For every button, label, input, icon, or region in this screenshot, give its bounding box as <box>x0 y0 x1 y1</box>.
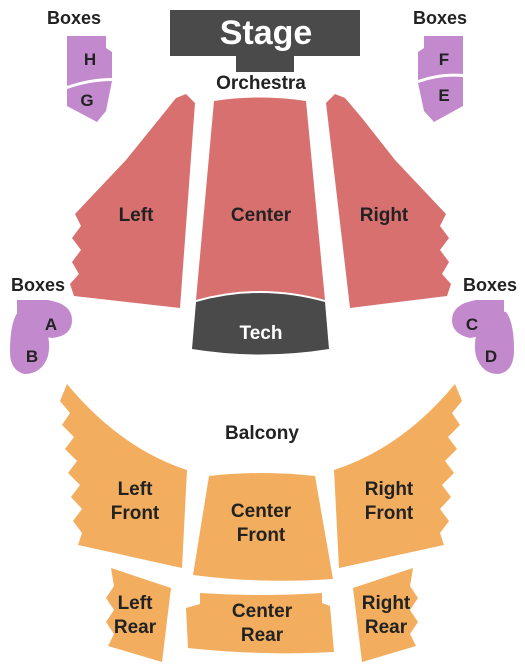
section-center-front[interactable] <box>193 473 333 581</box>
box-c-label: C <box>466 315 478 334</box>
section-orchestra-right[interactable] <box>326 94 451 308</box>
section-tech[interactable] <box>192 293 329 355</box>
box-h-label: H <box>84 50 96 69</box>
box-g[interactable] <box>67 81 112 122</box>
box-b-label: B <box>26 347 38 366</box>
section-orchestra-left[interactable] <box>70 94 195 308</box>
boxes-middle-right: Boxes C D <box>452 275 517 374</box>
stage-shape <box>170 10 360 72</box>
section-center-front-label-1: Center <box>231 501 292 522</box>
box-b[interactable] <box>10 311 50 374</box>
box-h[interactable] <box>67 36 112 86</box>
section-orchestra-left-label: Left <box>119 205 155 226</box>
section-orchestra-center-label: Center <box>231 205 292 226</box>
section-orchestra-right-label: Right <box>360 205 409 226</box>
balcony-label: Balcony <box>225 423 299 444</box>
section-orchestra-center[interactable] <box>196 97 325 301</box>
section-left-front[interactable] <box>60 384 187 568</box>
box-f-label: F <box>439 50 449 69</box>
boxes-middle-left: Boxes A B <box>10 275 72 374</box>
section-left-rear-label-1: Left <box>118 593 154 614</box>
box-e[interactable] <box>418 76 463 122</box>
section-center-rear-label-1: Center <box>232 601 293 622</box>
section-right-front[interactable] <box>334 384 462 568</box>
section-left-front-label-1: Left <box>118 479 154 500</box>
section-right-rear-label-2: Rear <box>365 617 408 638</box>
section-center-rear-label-2: Rear <box>241 625 284 646</box>
boxes-heading-top-left: Boxes <box>47 8 101 28</box>
section-left-rear-label-2: Rear <box>114 617 157 638</box>
boxes-heading-middle-right: Boxes <box>463 275 517 295</box>
section-right-rear-label-1: Right <box>362 593 411 614</box>
stage-label: Stage <box>220 14 313 52</box>
box-d-label: D <box>485 347 497 366</box>
box-a-label: A <box>45 315 57 334</box>
section-right-front-label-2: Front <box>365 503 414 524</box>
section-left-rear[interactable] <box>106 568 171 662</box>
boxes-heading-middle-left: Boxes <box>11 275 65 295</box>
section-right-rear[interactable] <box>353 568 418 662</box>
section-center-rear[interactable] <box>186 593 334 654</box>
stage: Stage <box>170 10 360 72</box>
section-right-front-label-1: Right <box>365 479 414 500</box>
boxes-top-left: Boxes H G <box>47 8 112 122</box>
boxes-heading-top-right: Boxes <box>413 8 467 28</box>
box-g-label: G <box>80 91 93 110</box>
boxes-top-right: Boxes F E <box>413 8 467 122</box>
section-left-front-label-2: Front <box>111 503 160 524</box>
section-tech-label: Tech <box>240 323 283 344</box>
box-f[interactable] <box>418 36 463 80</box>
box-d[interactable] <box>474 311 514 374</box>
orchestra-label: Orchestra <box>216 73 306 94</box>
section-center-front-label-2: Front <box>237 525 286 546</box>
box-e-label: E <box>438 86 449 105</box>
